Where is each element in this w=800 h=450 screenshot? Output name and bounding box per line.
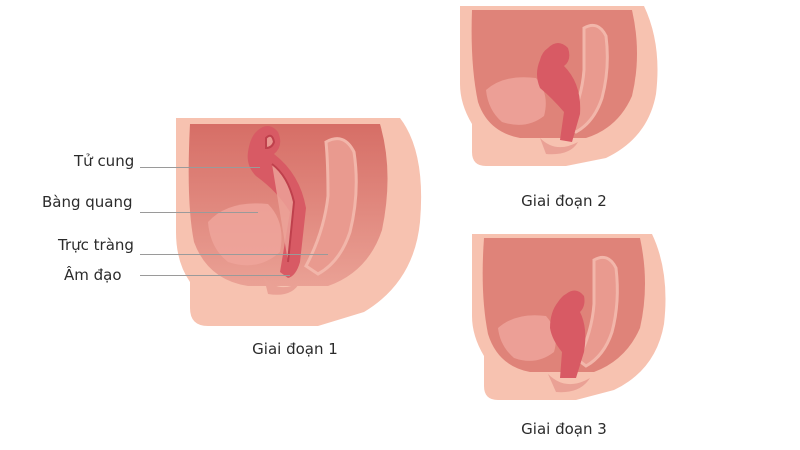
bladder-shape xyxy=(498,315,556,361)
vaginal-opening xyxy=(264,278,300,295)
stage-1-caption: Giai đoạn 1 xyxy=(252,340,338,358)
stage-2-caption: Giai đoạn 2 xyxy=(521,192,607,210)
stage-3-caption: Giai đoạn 3 xyxy=(521,420,607,438)
vaginal-opening xyxy=(540,138,578,155)
bladder-shape xyxy=(208,203,282,266)
uterus-shape xyxy=(550,290,586,378)
stage-1-illustration xyxy=(176,118,422,326)
bladder-shape xyxy=(486,77,546,125)
rectum-label: Trực tràng xyxy=(58,236,134,254)
vagina-leader-line xyxy=(140,275,290,276)
rectum-shape xyxy=(576,255,619,368)
uterus-leader-line xyxy=(140,167,260,168)
stage-3-illustration xyxy=(472,234,666,400)
uterus-shape xyxy=(537,43,581,142)
uterus-inner xyxy=(265,134,296,263)
rectum-shape xyxy=(304,137,358,276)
vaginal-opening xyxy=(548,374,590,393)
uterus-label: Tử cung xyxy=(74,152,135,170)
bladder-leader-line xyxy=(140,212,258,213)
vagina-label: Âm đạo xyxy=(64,266,122,284)
bladder-label: Bàng quang xyxy=(42,193,133,211)
stage-2-illustration xyxy=(460,6,658,166)
rectum-leader-line xyxy=(140,254,328,255)
uterus-shape xyxy=(247,126,306,278)
